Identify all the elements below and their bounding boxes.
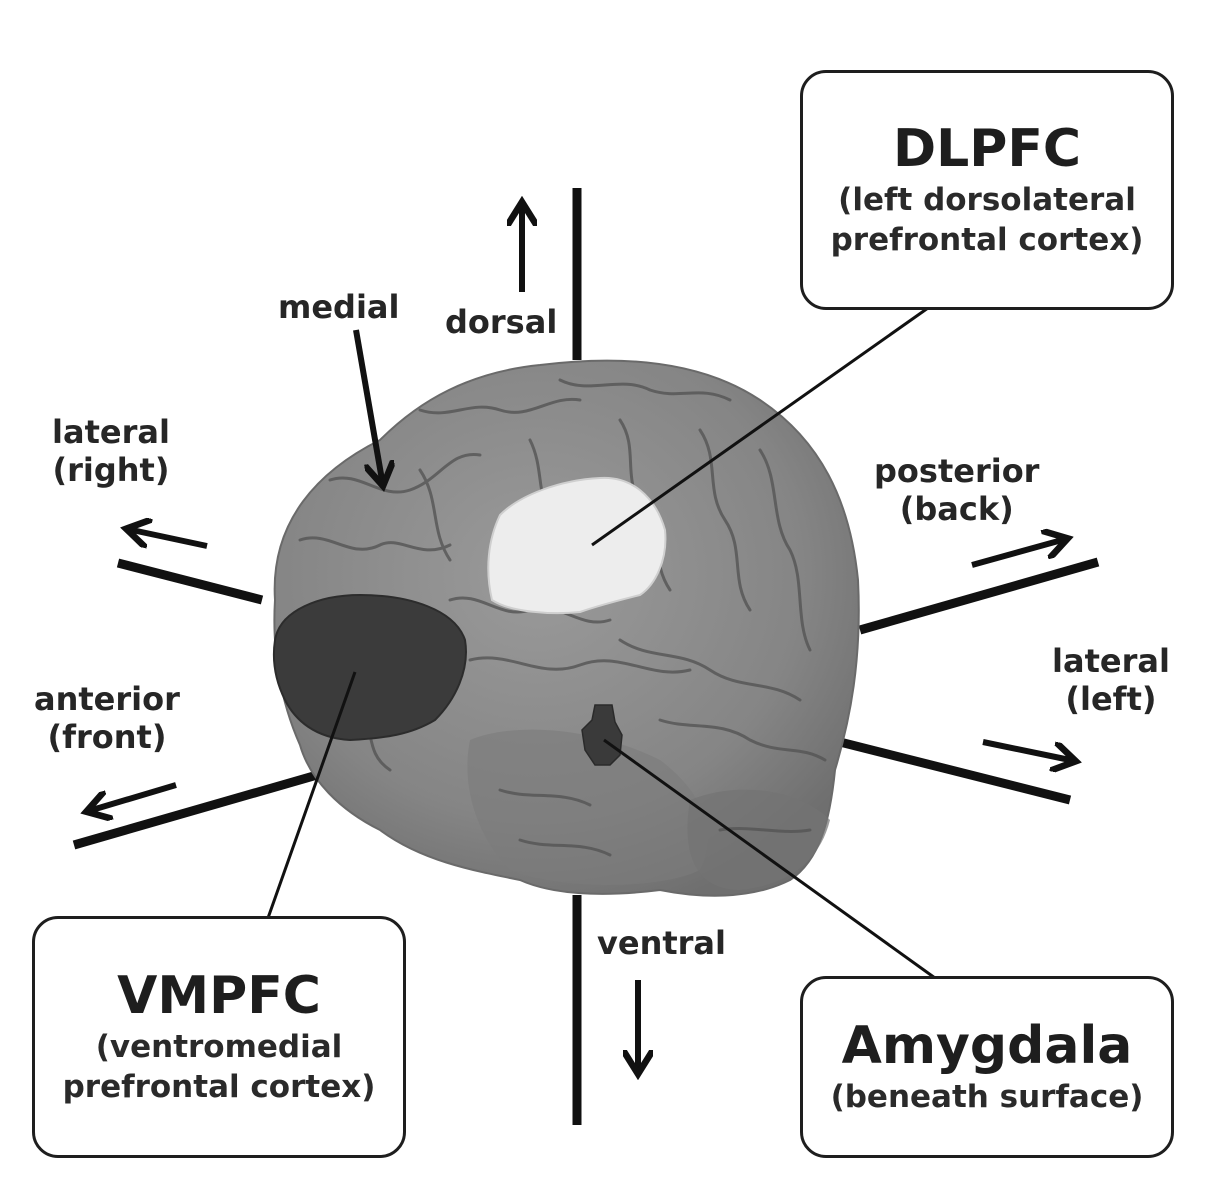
vmpfc-callout-box: VMPFC (ventromedial prefrontal cortex) xyxy=(32,916,406,1158)
dlpfc-title: DLPFC xyxy=(892,118,1082,179)
lateral-left-axis-line xyxy=(830,735,1072,805)
brain-image xyxy=(272,359,860,897)
dlpfc-region xyxy=(487,476,667,615)
lateral-right-line-2: (right) xyxy=(52,451,170,490)
vmpfc-subtitle-line-2: prefrontal cortex) xyxy=(62,1068,376,1105)
posterior-line-2: (back) xyxy=(899,490,1014,529)
vmpfc-region xyxy=(272,593,467,742)
anterior-label: anterior (front) xyxy=(34,680,180,757)
dlpfc-callout-box: DLPFC (left dorsolateral prefrontal cort… xyxy=(800,70,1174,310)
dlpfc-subtitle-line-2: prefrontal cortex) xyxy=(830,221,1144,258)
dlpfc-leader-line xyxy=(591,306,929,547)
medial-arrow xyxy=(353,329,382,480)
lateral-right-axis-line xyxy=(116,558,264,605)
posterior-axis-line xyxy=(858,557,1100,635)
amygdala-title: Amygdala xyxy=(841,1015,1133,1076)
temporal-lobe xyxy=(467,729,708,885)
posterior-line-1: posterior xyxy=(874,452,1040,490)
amygdala-region xyxy=(581,704,623,766)
dlpfc-subtitle-line-1: (left dorsolateral xyxy=(838,181,1136,218)
lateral-right-label: lateral (right) xyxy=(52,413,170,490)
vmpfc-title: VMPFC xyxy=(117,965,321,1026)
amygdala-subtitle: (beneath surface) xyxy=(830,1078,1144,1115)
lateral-right-arrow xyxy=(132,530,208,549)
posterior-arrow xyxy=(971,540,1062,568)
lateral-right-line-1: lateral xyxy=(52,413,170,451)
vmpfc-subtitle-line-1: (ventromedial xyxy=(95,1028,343,1065)
anterior-line-1: anterior xyxy=(34,680,180,718)
lateral-left-line-1: lateral xyxy=(1052,642,1170,680)
lateral-left-arrow xyxy=(982,739,1070,760)
amygdala-leader-line xyxy=(603,738,936,980)
vmpfc-leader-line xyxy=(266,671,357,919)
amygdala-callout-box: Amygdala (beneath surface) xyxy=(800,976,1174,1158)
brain-silhouette xyxy=(273,359,860,897)
lateral-left-line-2: (left) xyxy=(1065,680,1157,719)
cerebellum xyxy=(687,789,830,890)
medial-label: medial xyxy=(278,288,400,326)
dorsal-label: dorsal xyxy=(445,303,558,341)
ventral-label: ventral xyxy=(597,924,726,962)
posterior-label: posterior (back) xyxy=(874,452,1039,529)
lateral-left-label: lateral (left) xyxy=(1052,642,1170,719)
anterior-line-2: (front) xyxy=(47,718,167,757)
anterior-arrow xyxy=(92,782,177,810)
